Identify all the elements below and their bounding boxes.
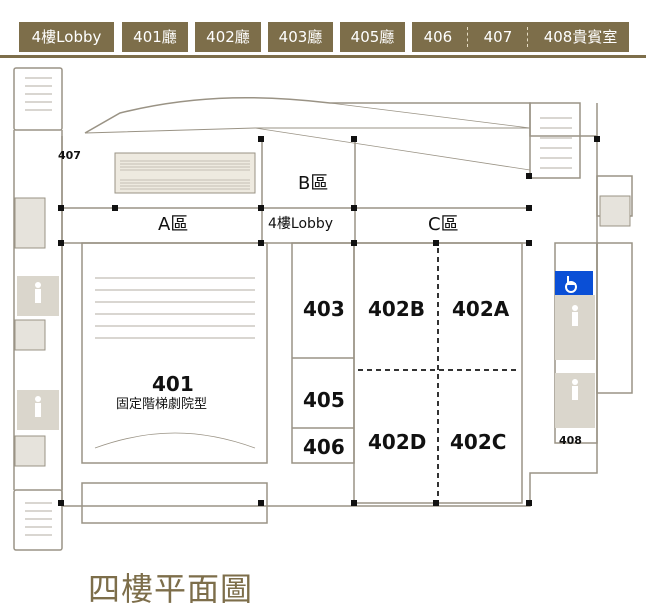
elevators: [14, 195, 631, 467]
partition-lines: [358, 248, 520, 503]
room-405-label: 405: [303, 388, 345, 412]
room-401-label: 401: [152, 372, 194, 396]
tab-408[interactable]: 408貴賓室: [543, 28, 618, 46]
room-402b-label: 402B: [368, 297, 425, 321]
restroom-person-icon: [35, 282, 578, 417]
escalator: [114, 152, 256, 194]
lobby-label: 4樓Lobby: [268, 216, 333, 232]
area-c-label: C區: [428, 214, 459, 235]
tab-406[interactable]: 406: [423, 28, 453, 46]
tab-group-406-407-408: 406 407 408貴賓室: [412, 22, 629, 52]
floor-plan: B區 A區 4樓Lobby C區 401 固定階梯劇院型 403 405 406…: [13, 67, 633, 551]
stairs: [25, 77, 572, 536]
room-403-label: 403: [303, 297, 345, 321]
area-b-label: B區: [298, 173, 328, 194]
room-402c-label: 402C: [450, 430, 506, 454]
tab-402[interactable]: 402廳: [195, 22, 261, 52]
tab-divider-line: [0, 55, 646, 58]
area-a-label: A區: [158, 214, 188, 235]
room-402a-label: 402A: [452, 297, 510, 321]
tab-403[interactable]: 403廳: [268, 22, 333, 52]
room-402d-label: 402D: [368, 430, 426, 454]
tab-407[interactable]: 407: [483, 28, 513, 46]
floor-plan-title: 四樓平面圖: [88, 570, 254, 608]
hall-tab-bar: 4樓Lobby 401廳 402廳 403廳 405廳 406 407 408貴…: [0, 0, 646, 56]
tab-401[interactable]: 401廳: [122, 22, 188, 52]
tab-4f-lobby[interactable]: 4樓Lobby: [19, 22, 114, 52]
room-408-label: 408: [559, 434, 582, 447]
pillars: [58, 136, 600, 506]
room-401-desc: 固定階梯劇院型: [116, 397, 207, 412]
tab-separator: [527, 27, 529, 47]
tab-separator: [467, 27, 469, 47]
area-labels: B區 A區 4樓Lobby C區: [158, 173, 459, 235]
room-labels: 401 固定階梯劇院型 403 405 406 402B 402A 402D 4…: [58, 149, 582, 459]
theater-seating: [94, 277, 256, 449]
tab-405[interactable]: 405廳: [340, 22, 405, 52]
walls: [13, 67, 633, 551]
room-407-label: 407: [58, 149, 81, 162]
room-406-label: 406: [303, 435, 345, 459]
